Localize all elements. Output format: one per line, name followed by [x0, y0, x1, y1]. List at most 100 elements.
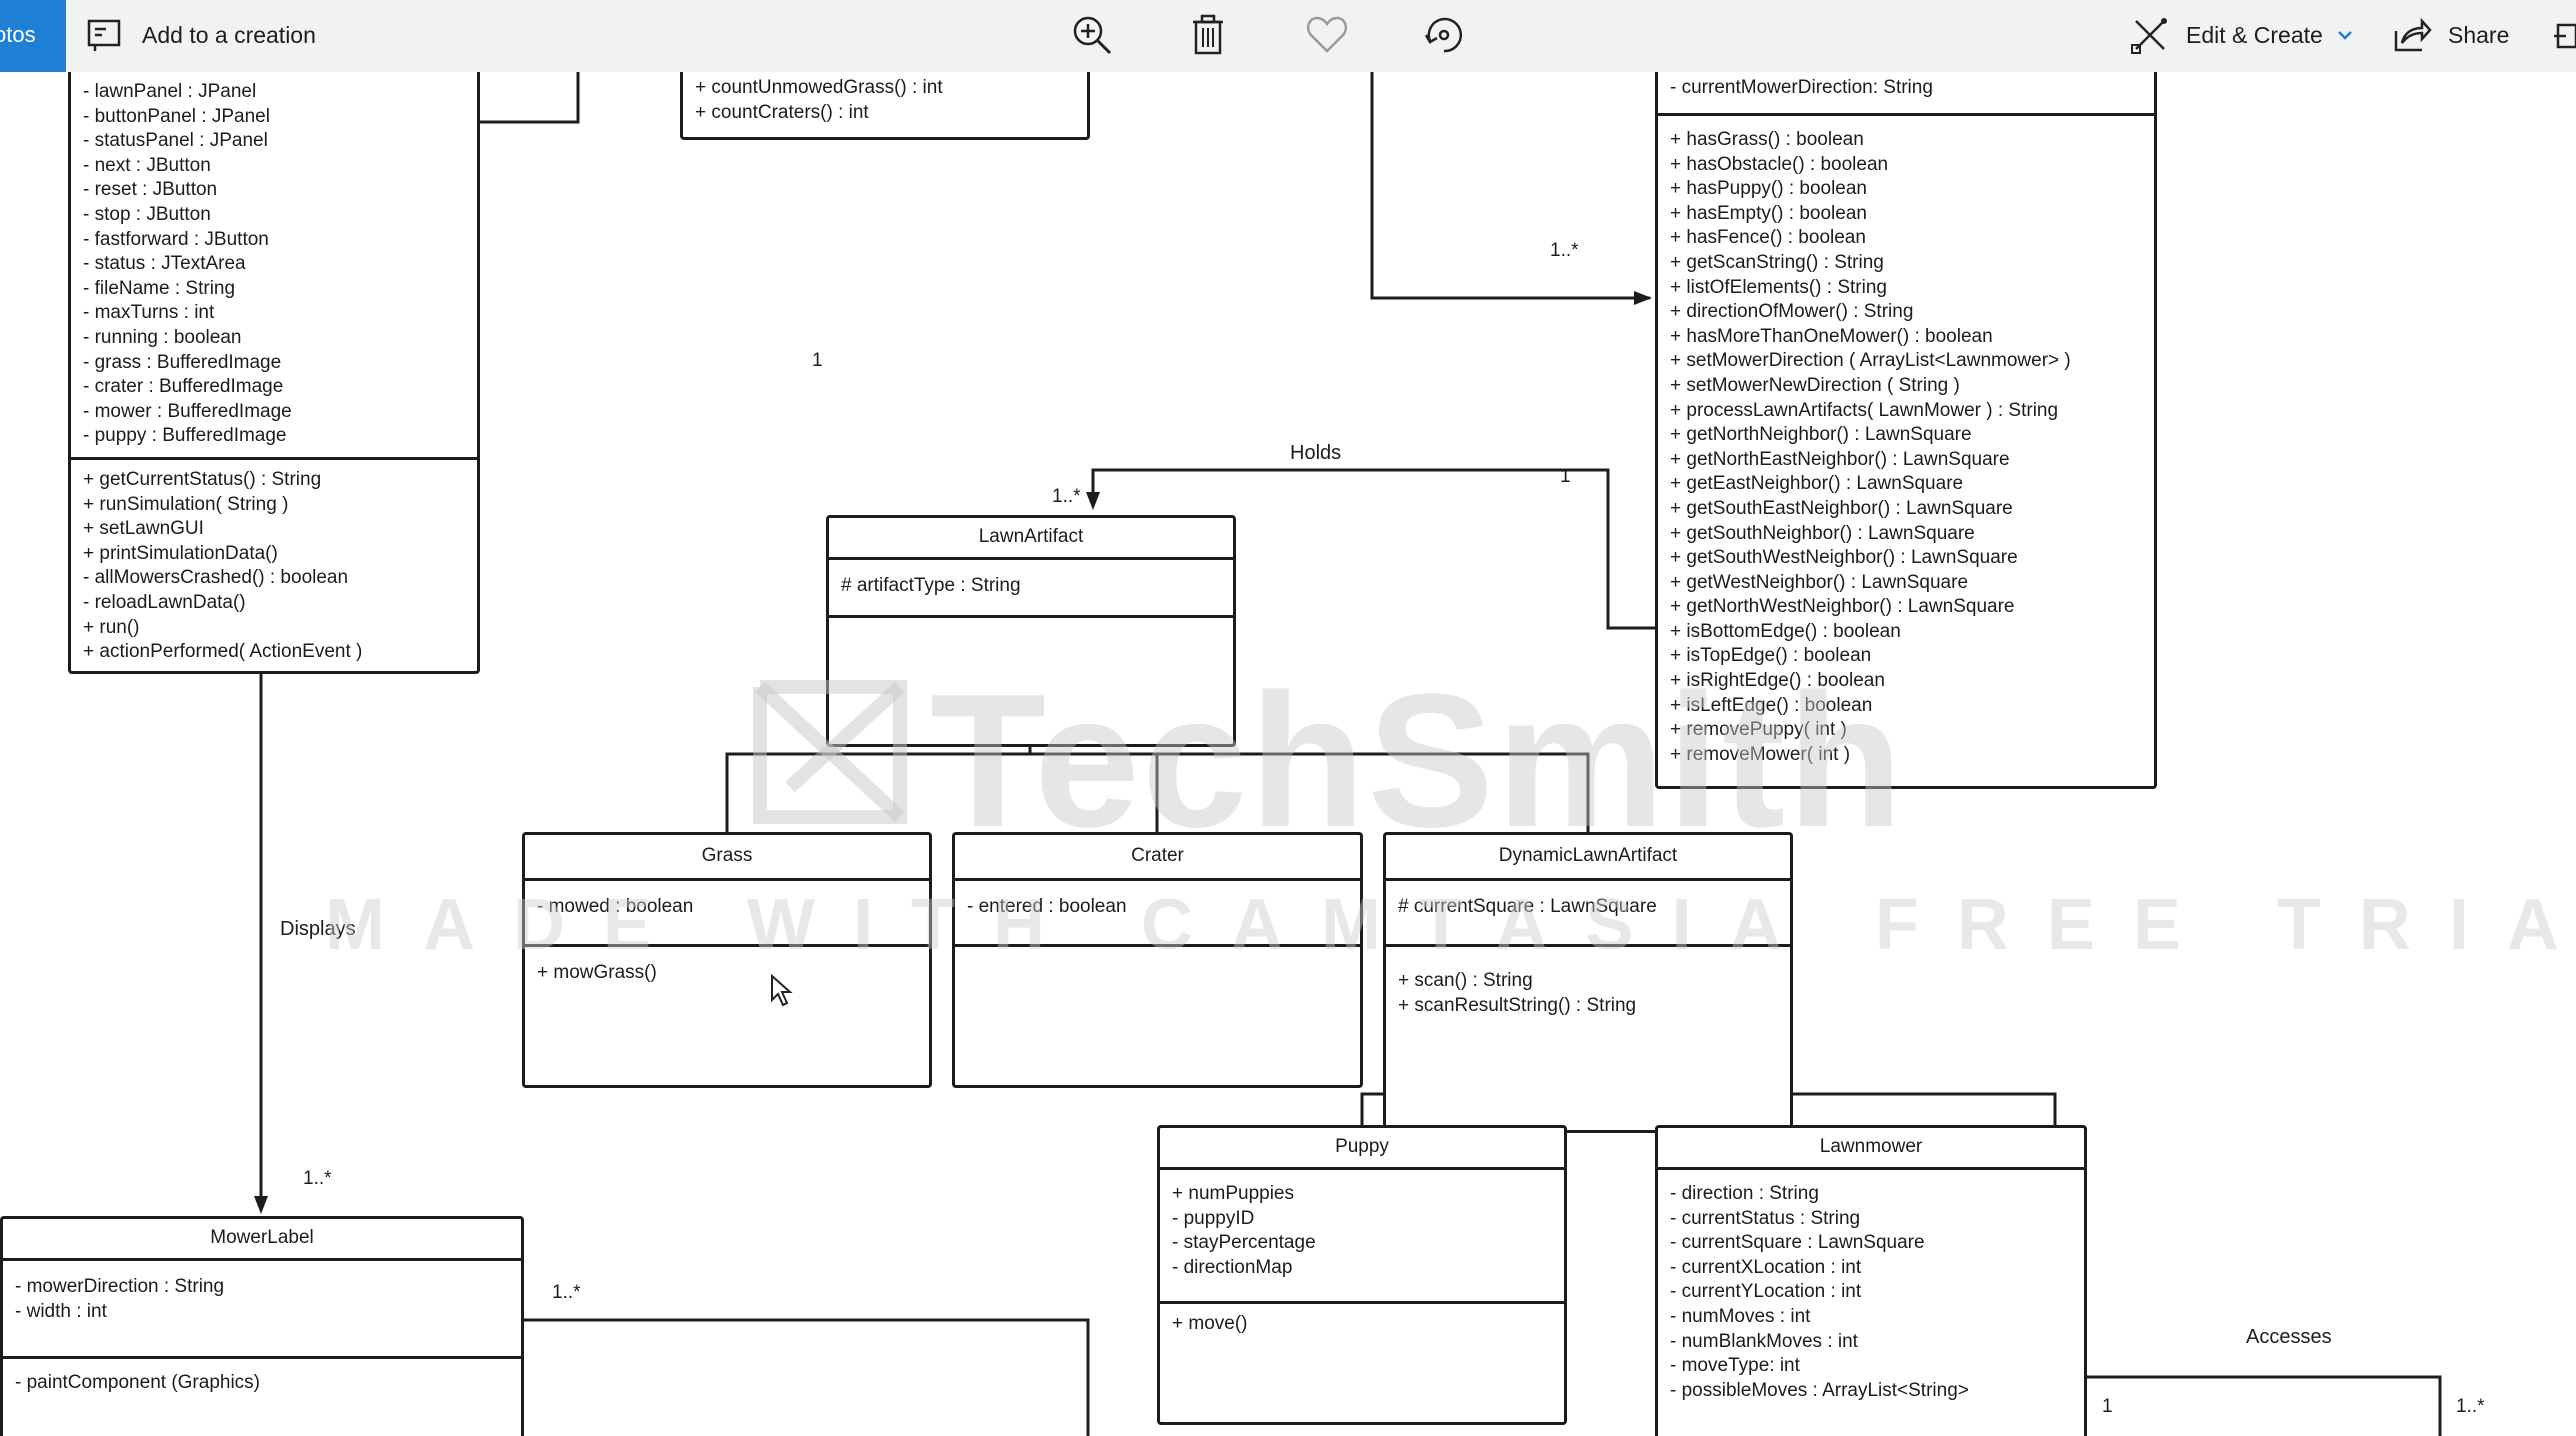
lawn-square-class[interactable]: - currentMowerDirection: String + hasGra… [1655, 72, 2157, 789]
square-method-3: + hasEmpty() : boolean [1670, 202, 1867, 224]
lawn-methods: + countUnmowedGrass() : int + countCrate… [683, 72, 1087, 133]
lawnmower-name: Lawnmower [1658, 1128, 2084, 1170]
lawnmower-attributes: - direction : String - currentStatus : S… [1658, 1170, 2084, 1411]
puppy-attributes: + numPuppies - puppyID - stayPercentage … [1160, 1170, 1564, 1304]
crater-attr-0: - entered : boolean [967, 896, 1127, 917]
multiplicity-many-displays: 1..* [303, 1168, 332, 1189]
puppy-attr-3: - directionMap [1172, 1256, 1293, 1278]
mower-attr-5: - numMoves : int [1670, 1305, 1811, 1327]
lawn-class[interactable]: + countUnmowedGrass() : int + countCrate… [680, 72, 1090, 140]
share-button[interactable]: Share [2392, 0, 2509, 70]
lawn-square-methods: + hasGrass() : boolean + hasObstacle() :… [1658, 116, 2154, 775]
photos-back-tab[interactable]: otos [0, 0, 66, 78]
lawn-method-0: + countUnmowedGrass() : int [695, 77, 943, 98]
square-method-24: + removePuppy( int ) [1670, 719, 1847, 741]
gui-method-2: + setLawnGUI [83, 518, 204, 540]
mower-attr-6: - numBlankMoves : int [1670, 1330, 1858, 1352]
gui-method-7: + actionPerformed( ActionEvent ) [83, 641, 363, 663]
multiplicity-one-accesses: 1 [2102, 1396, 2113, 1417]
mower-attr-7: - moveType: int [1670, 1355, 1800, 1377]
gui-attr-5: - stop : JButton [83, 203, 211, 225]
square-method-6: + listOfElements() : String [1670, 276, 1887, 298]
rotate-button[interactable] [1422, 0, 1466, 70]
zoom-in-icon [1070, 13, 1114, 57]
favorite-button[interactable] [1305, 0, 1349, 70]
gui-attr-12: - crater : BufferedImage [83, 376, 284, 398]
grass-method-0: + mowGrass() [537, 962, 657, 983]
dynamic-methods: + scan() : String + scanResultString() :… [1386, 947, 1790, 1026]
multiplicity-many-mowerlabel: 1..* [552, 1282, 581, 1303]
techsmith-logo-icon [750, 677, 910, 832]
edit-create-icon [2130, 15, 2170, 55]
more-button[interactable] [2552, 0, 2576, 70]
puppy-methods: + move() [1160, 1304, 1564, 1345]
mower-label-attr-1: - width : int [15, 1300, 107, 1322]
square-method-18: + getWestNeighbor() : LawnSquare [1670, 571, 1969, 593]
lawn-gui-class[interactable]: - lawnPanel : JPanel - buttonPanel : JPa… [68, 72, 480, 674]
dynamic-attr-0: # currentSquare : LawnSquare [1398, 896, 1657, 917]
expand-icon [2552, 15, 2576, 55]
chevron-down-icon [2337, 29, 2353, 41]
grass-name: Grass [525, 835, 929, 881]
gui-attr-2: - statusPanel : JPanel [83, 130, 268, 152]
square-method-8: + hasMoreThanOneMower() : boolean [1670, 325, 1993, 347]
square-method-23: + isLeftEdge() : boolean [1670, 694, 1873, 716]
mower-attr-2: - currentSquare : LawnSquare [1670, 1232, 1925, 1254]
lawnmower-class[interactable]: Lawnmower - direction : String - current… [1655, 1125, 2087, 1436]
lawn-square-attributes: - currentMowerDirection: String [1658, 72, 2154, 116]
edit-create-button[interactable]: Edit & Create [2130, 0, 2353, 70]
square-method-2: + hasPuppy() : boolean [1670, 178, 1867, 200]
gui-attr-7: - status : JTextArea [83, 253, 246, 275]
square-method-20: + isBottomEdge() : boolean [1670, 620, 1901, 642]
mower-label-attr-0: - mowerDirection : String [15, 1276, 225, 1297]
delete-button[interactable] [1190, 0, 1226, 70]
grass-class[interactable]: Grass - mowed : boolean + mowGrass() [522, 832, 932, 1088]
gui-method-4: - allMowersCrashed() : boolean [83, 567, 349, 589]
dynamic-lawn-artifact-class[interactable]: DynamicLawnArtifact # currentSquare : La… [1383, 832, 1793, 1133]
square-method-11: + processLawnArtifacts( LawnMower ) : St… [1670, 399, 2059, 421]
edit-create-label: Edit & Create [2186, 21, 2323, 48]
gui-attr-4: - reset : JButton [83, 179, 218, 201]
gui-attr-10: - running : boolean [83, 326, 242, 348]
gui-attr-14: - puppy : BufferedImage [83, 425, 287, 447]
multiplicity-one-holds: 1 [1560, 466, 1571, 487]
heart-icon [1305, 15, 1349, 55]
square-method-4: + hasFence() : boolean [1670, 227, 1866, 249]
mower-label-class[interactable]: MowerLabel - mowerDirection : String - w… [0, 1216, 524, 1436]
lawn-artifact-attributes: # artifactType : String [829, 560, 1233, 618]
crater-class[interactable]: Crater - entered : boolean [952, 832, 1363, 1088]
square-method-25: + removeMower( int ) [1670, 743, 1851, 765]
square-method-1: + hasObstacle() : boolean [1670, 153, 1889, 175]
square-method-19: + getNorthWestNeighbor() : LawnSquare [1670, 596, 2015, 618]
crater-name: Crater [955, 835, 1360, 881]
add-to-creation-label: Add to a creation [142, 21, 316, 48]
share-label: Share [2448, 21, 2510, 48]
mower-attr-3: - currentXLocation : int [1670, 1256, 1862, 1278]
displays-label: Displays [280, 918, 356, 940]
grass-attr-0: - mowed : boolean [537, 896, 694, 917]
gui-method-1: + runSimulation( String ) [83, 493, 289, 515]
accesses-label: Accesses [2246, 1326, 2332, 1348]
dynamic-attributes: # currentSquare : LawnSquare [1386, 881, 1790, 947]
gui-attr-9: - maxTurns : int [83, 302, 215, 324]
multiplicity-one-a: 1 [812, 350, 823, 371]
share-icon [2392, 17, 2432, 53]
puppy-name: Puppy [1160, 1128, 1564, 1170]
mouse-cursor-icon [770, 973, 794, 1013]
square-method-17: + getSouthWestNeighbor() : LawnSquare [1670, 547, 2018, 569]
puppy-class[interactable]: Puppy + numPuppies - puppyID - stayPerce… [1157, 1125, 1567, 1425]
lawn-artifact-methods [829, 618, 1233, 634]
grass-attributes: - mowed : boolean [525, 881, 929, 947]
mower-label-methods: - paintComponent (Graphics) [3, 1359, 521, 1404]
lawn-method-1: + countCraters() : int [695, 101, 869, 123]
gui-attr-6: - fastforward : JButton [83, 228, 269, 250]
square-method-22: + isRightEdge() : boolean [1670, 670, 1885, 692]
add-to-creation-icon [86, 18, 126, 52]
square-attr-0: - currentMowerDirection: String [1670, 77, 1933, 98]
add-to-creation-button[interactable]: Add to a creation [86, 0, 316, 70]
zoom-button[interactable] [1070, 0, 1114, 70]
gui-attr-11: - grass : BufferedImage [83, 351, 282, 373]
multiplicity-many-a: 1..* [1550, 240, 1579, 261]
puppy-attr-0: + numPuppies [1172, 1183, 1294, 1204]
square-method-0: + hasGrass() : boolean [1670, 129, 1864, 150]
